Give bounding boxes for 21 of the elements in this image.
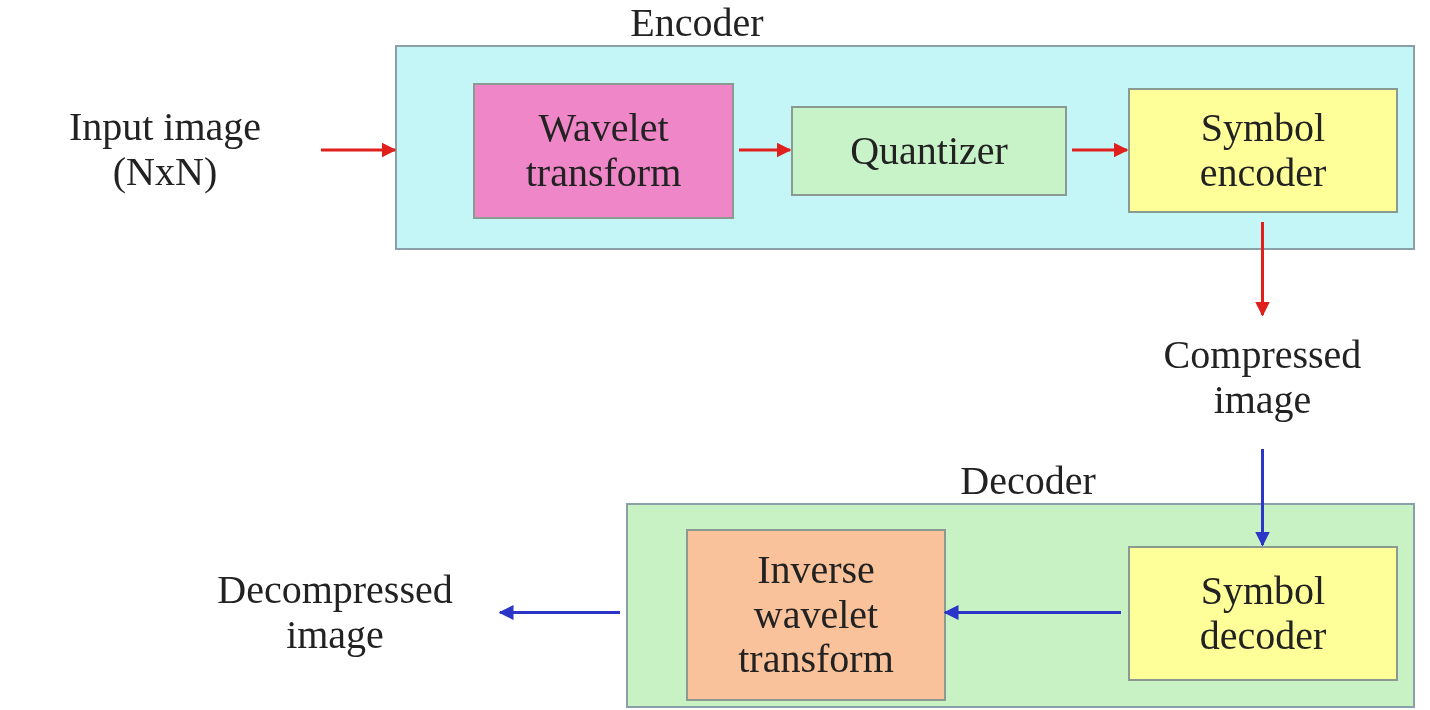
process-box [1128, 546, 1398, 681]
arrow [321, 142, 397, 158]
arrow [1072, 142, 1129, 158]
panel-heading: Encoder [629, 3, 765, 43]
box-label: Wavelet transform [524, 106, 683, 196]
process-box [473, 83, 734, 219]
box-label: Symbol decoder [1198, 568, 1328, 659]
panel-heading: Decoder [959, 461, 1097, 501]
box-label: Symbol encoder [1198, 105, 1328, 196]
arrow [498, 605, 620, 620]
io-label: Compressed image [1162, 332, 1363, 423]
process-box [791, 106, 1067, 196]
process-box [686, 529, 946, 701]
arrow [739, 142, 792, 158]
process-box [1128, 88, 1398, 213]
arrow [1255, 449, 1270, 547]
box-label: Quantizer [849, 128, 1009, 174]
io-label: Input image (NxN) [67, 105, 263, 195]
io-label: Decompressed image [216, 567, 454, 658]
box-label: Inverse wavelet transform [737, 547, 895, 683]
arrow [1255, 222, 1270, 317]
